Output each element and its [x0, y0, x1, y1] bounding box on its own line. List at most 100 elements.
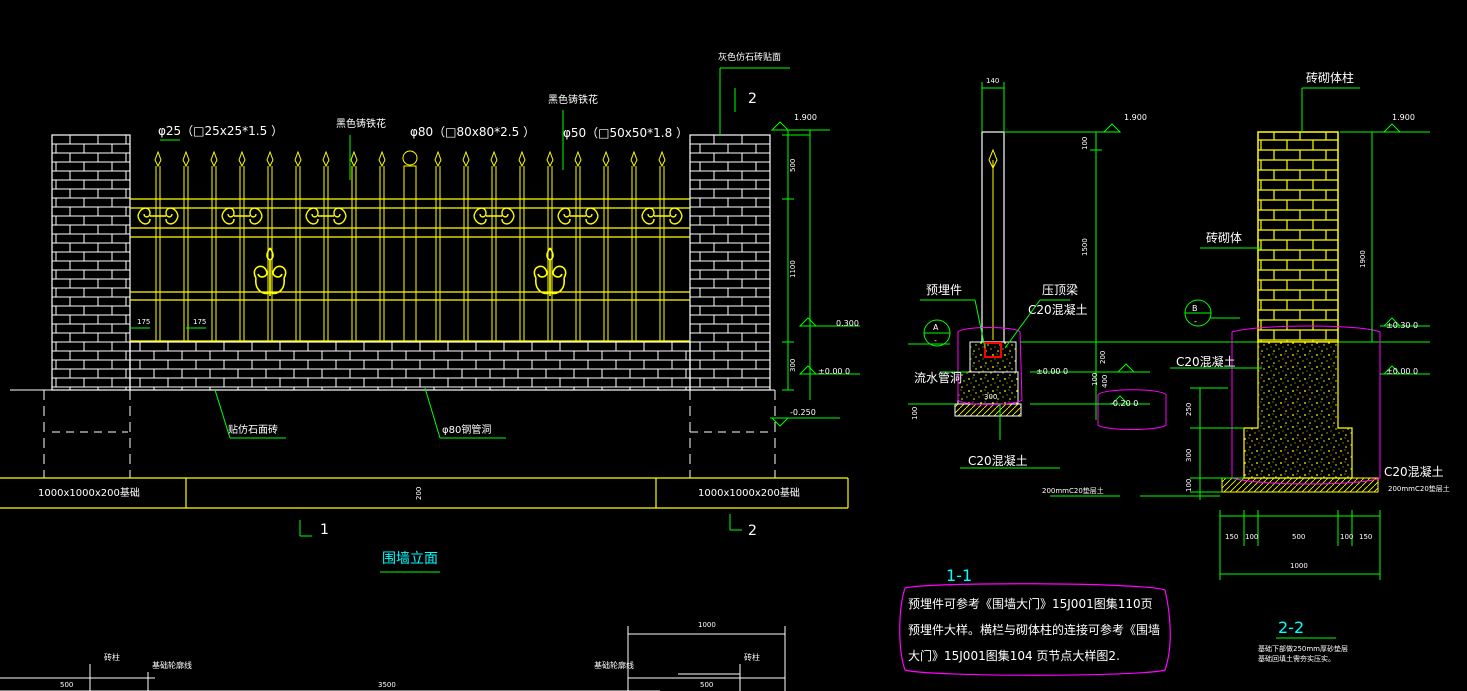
foundation-outline [43, 390, 776, 478]
s11-title: 1-1 [946, 566, 973, 585]
brick-plinth [129, 341, 691, 391]
label-drain-pipe: φ80钢管洞 [442, 425, 492, 436]
label-stone-face: 灰色仿石砖贴面 [718, 53, 782, 63]
bottom-dim-500-right: 500 [700, 681, 714, 689]
section-1-1-cloud [957, 327, 1023, 405]
s22-dim-bottom-4: 150 [1359, 533, 1373, 541]
s11-dim-100-bot: 100 [911, 406, 919, 420]
s11-label-cap: 压顶梁 [1042, 283, 1079, 297]
fence-rails [130, 198, 690, 342]
dim-140: 140 [986, 77, 1000, 85]
s11-dim-200: 200 [1099, 350, 1107, 364]
s22-dim-total: 1000 [1290, 562, 1308, 570]
section-mark-top: 2 [748, 91, 757, 107]
s22-elev-plinth: ±0.30 0 [1386, 321, 1419, 330]
s11-dim-300: 300 [984, 393, 998, 401]
s11-dim-400: 400 [1101, 374, 1109, 388]
s22-dim-1900: 1900 [1359, 250, 1367, 268]
s11-callout-a-sub: - [934, 336, 937, 345]
s11-dim-100: 100 [1091, 372, 1099, 386]
section-2-2-cloud [1231, 325, 1381, 485]
s22-note-line-1: 基础下部做250mm厚砂垫层 [1258, 645, 1348, 653]
dim-1100: 1100 [789, 260, 797, 278]
section-1-1-cushion [954, 403, 1022, 417]
s22-elev-top: 1.900 [1392, 113, 1415, 122]
s11-callout-a: A [933, 323, 939, 332]
section-2-2-dims [1140, 87, 1430, 639]
s11-elev-zero: ±0.00 0 [1036, 367, 1069, 376]
elev-plinth: 0.300 [836, 319, 859, 328]
s11-note-line-3: 大门》15J001图集104 页节点大样图2. [908, 649, 1120, 663]
s22-title: 2-2 [1278, 618, 1305, 637]
ironwork-ornaments [253, 247, 567, 297]
s11-label-concrete-bottom: C20混凝土 [968, 454, 1028, 468]
fence-pickets [154, 150, 666, 342]
s22-label-concrete-bottom: C20混凝土 [1384, 465, 1444, 479]
label-stone-brick: 贴仿石面砖 [228, 425, 278, 436]
footing-strip [0, 477, 849, 509]
dim-300: 300 [789, 358, 797, 372]
s11-note-line-2: 预埋件大样。横栏与砌体柱的连接可参考《围墙 [908, 623, 1161, 637]
label-footing-left: 1000x1000x200基础 [38, 488, 140, 499]
elev-zero: ±0.00 0 [818, 367, 851, 376]
section-1-1-elev-cloud [1097, 389, 1167, 430]
bottom-label-brick-col-right: 砖柱 [744, 653, 760, 662]
dim-500: 500 [789, 158, 797, 172]
s22-dim-250: 250 [1185, 402, 1193, 416]
label-post-50: φ50（□50x50*1.8 ） [563, 126, 689, 140]
bottom-label-base-line-right: 基础轮廓线 [594, 661, 634, 670]
section-mark-right: 2 [748, 523, 757, 539]
s11-label-concrete-top: C20混凝土 [1028, 303, 1088, 317]
section-2-2-footing [1243, 341, 1353, 479]
s22-label-brick-column: 砖砌体柱 [1306, 71, 1355, 85]
ironwork-scrolls [137, 207, 683, 225]
bottom-dim-500-left: 500 [60, 681, 74, 689]
bottom-label-base-line-left: 基础轮廓线 [152, 661, 192, 670]
section-1-1-note-cloud [899, 583, 1171, 676]
s22-dim-bottom-1: 100 [1245, 533, 1259, 541]
s22-dim-bottom-3: 100 [1340, 533, 1354, 541]
section-mark-left: 1 [320, 522, 329, 538]
elev-top: 1.900 [794, 113, 817, 122]
section-2-2-drawing [1140, 87, 1430, 639]
label-footing-right: 1000x1000x200基础 [698, 488, 800, 499]
s11-label-drain: 流水管洞 [914, 371, 963, 385]
bottom-dim-1000: 1000 [698, 621, 716, 629]
section-1-1-dims [908, 82, 1430, 497]
s11-elev-top: 1.900 [1124, 113, 1147, 122]
s22-dim-300: 300 [1185, 448, 1193, 462]
dim-200-footing: 200 [415, 486, 423, 500]
label-ironwork-1: 黑色铸铁花 [336, 119, 386, 130]
s22-dim-bottom-2: 500 [1292, 533, 1306, 541]
brick-column-right [689, 134, 771, 391]
s22-note-line-2: 基础回填土需夯实压实。 [1258, 655, 1335, 663]
s22-callout-b-sub: - [1194, 317, 1197, 326]
label-spear-picket: φ25（□25x25*1.5 ） [158, 124, 284, 138]
s11-label-embed: 预埋件 [926, 283, 963, 297]
s22-callout-b: B [1192, 304, 1198, 313]
s11-dim-100-top: 100 [1081, 136, 1089, 150]
section-2-2-cushion [1221, 477, 1379, 493]
s11-note-line-1: 预埋件可参考《围墙大门》15J001图集110页 [908, 597, 1153, 611]
s22-label-concrete-top: C20混凝土 [1176, 355, 1236, 369]
brick-column-left [51, 134, 131, 391]
s22-dim-bottom-0: 150 [1225, 533, 1239, 541]
bottom-label-brick-col-left: 砖柱 [104, 653, 120, 662]
section-1-1-drawing [899, 82, 1430, 676]
bottom-detail-lines [0, 626, 786, 691]
elev-neg: -0.250 [790, 408, 816, 417]
dim-175-a: 175 [137, 318, 151, 326]
section-1-1-embed [984, 342, 1002, 358]
s22-elev-zero: ±0.00 0 [1386, 367, 1419, 376]
label-post-80: φ80（□80x80*2.5 ） [410, 125, 536, 139]
elevation-title: 围墙立面 [382, 551, 438, 567]
label-ironwork-2: 黑色铸铁花 [548, 95, 598, 106]
s22-label-masonry: 砖砌体 [1206, 231, 1243, 245]
s22-dim-100: 100 [1185, 478, 1193, 492]
dim-175-b: 175 [193, 318, 207, 326]
wall-elevation [0, 67, 860, 573]
s11-label-cushion: 200mmC20垫层土 [1042, 487, 1104, 495]
section-2-2-column [1257, 131, 1339, 343]
s11-elev-neg: -0.20 0 [1110, 399, 1139, 408]
